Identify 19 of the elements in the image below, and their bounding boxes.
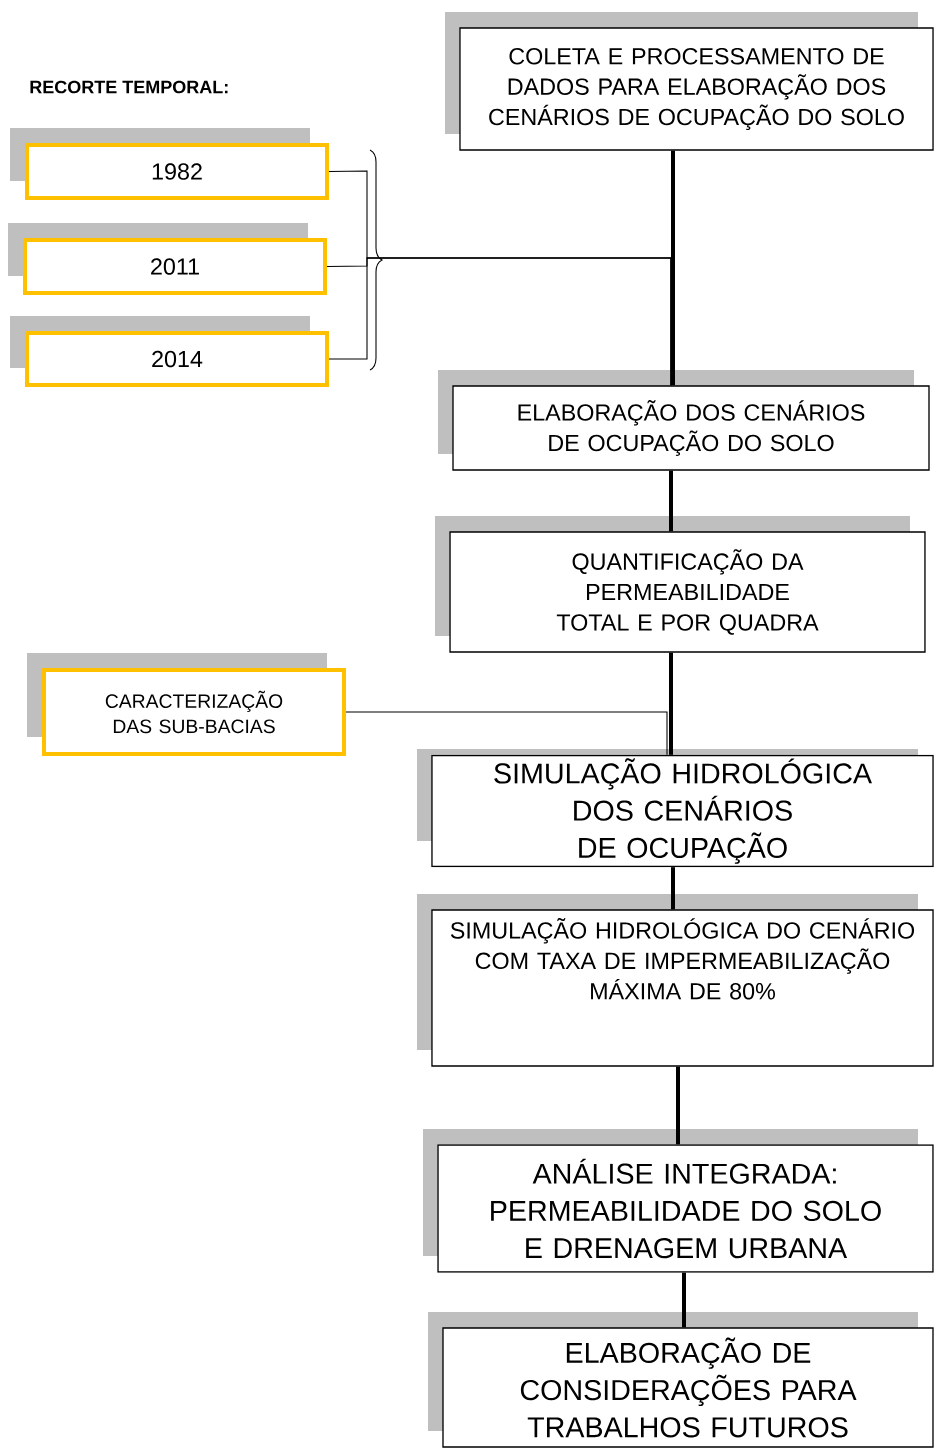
process-box: ELABORAÇÃO DOS CENÁRIOS DE OCUPAÇÃO DO SOLO xyxy=(438,370,930,471)
connector-line xyxy=(682,1272,686,1328)
process-box: QUANTIFICAÇÃO DA PERMEABILIDADE TOTAL E POR QUADRA xyxy=(435,516,926,653)
process-box: ELABORAÇÃO DE CONSIDERAÇÕES PARA TRABALHOS FUTUROS xyxy=(428,1312,934,1448)
heading: RECORTE TEMPORAL: xyxy=(30,80,228,94)
process-box: ANÁLISE INTEGRADA: PERMEABILIDADE DO SOLO E DRENAGEM URBANA xyxy=(423,1129,934,1273)
connector-line xyxy=(676,1066,680,1145)
input-box: 2014 xyxy=(10,316,329,387)
process-box: SIMULAÇÃO HIDROLÓGICA DOS CENÁRIOS DE OCUPAÇÃO xyxy=(417,749,934,868)
connector-line xyxy=(671,150,675,386)
input-box: 1982 xyxy=(10,128,329,201)
input-box: CARACTERIZAÇÃO DAS SUB-BACIAS xyxy=(27,653,346,756)
connector-line xyxy=(669,652,673,755)
connector-line xyxy=(669,470,673,532)
process-box: SIMULAÇÃO HIDROLÓGICA DO CENÁRIO COM TAXA DE IMPERMEABILIZAÇÃO MÁXIMA DE 80% xyxy=(417,894,934,1067)
input-box: 2011 xyxy=(8,223,327,296)
connector-line xyxy=(345,711,668,756)
connector-line xyxy=(671,867,675,910)
process-box: COLETA E PROCESSAMENTO DE DADOS PARA ELABORAÇÃO DOS CENÁRIOS DE OCUPAÇÃO DO SOLO xyxy=(445,12,934,151)
